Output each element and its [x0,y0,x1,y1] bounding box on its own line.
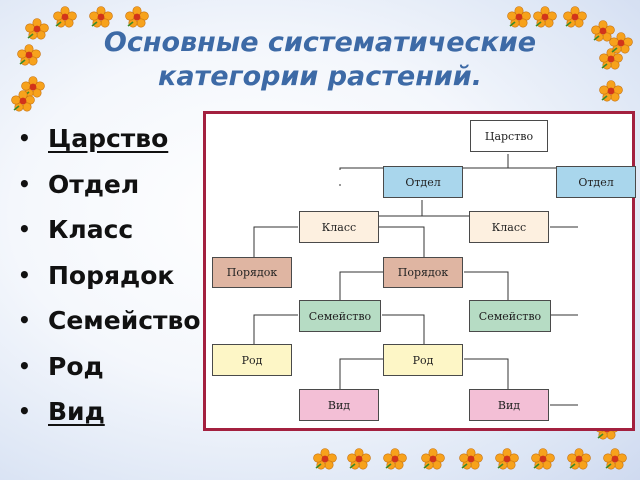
orange-flower-icon [602,448,628,470]
orange-flower-icon [20,76,46,98]
node-class-2: Класс [469,211,549,243]
orange-flower-icon [566,448,592,470]
orange-flower-icon [88,6,114,28]
node-species-1: Вид [299,389,379,421]
list-item: • Класс [18,207,201,253]
node-family-2: Семейство [469,300,551,332]
orange-flower-icon [608,32,634,54]
node-species-2: Вид [469,389,549,421]
orange-flower-icon [312,448,338,470]
taxonomy-diagram: Царство Отдел Отдел Класс Класс Порядок … [203,111,636,431]
orange-flower-icon [346,448,372,470]
list-item-label: Царство [48,124,169,153]
bullet-icon: • [18,171,31,196]
list-item-label: Вид [48,397,105,426]
orange-flower-icon [10,90,36,112]
orange-flower-icon [530,448,556,470]
orange-flower-icon [16,44,42,66]
node-family-1: Семейство [299,300,381,332]
list-item: • Род [18,344,201,390]
orange-flower-icon [590,20,616,42]
orange-flower-icon [124,6,150,28]
node-genus-2: Род [383,344,463,376]
node-order-2: Порядок [383,257,463,288]
orange-flower-icon [532,6,558,28]
list-item: • Порядок [18,253,201,299]
bullet-icon: • [18,126,31,150]
title-line-1: Основные систематические [103,27,537,58]
node-class-1: Класс [299,211,379,243]
orange-flower-icon [458,448,484,470]
list-item: • Семейство [18,298,201,344]
node-division-2: Отдел [556,166,636,198]
bullet-icon: • [18,262,31,287]
bullet-icon: • [18,399,31,423]
orange-flower-icon [420,448,446,470]
list-item-label: Порядок [48,260,175,290]
node-genus-1: Род [212,344,292,376]
list-item-label: Семейство [48,306,201,335]
orange-flower-icon [598,80,624,102]
list-item: • Царство [18,116,201,162]
orange-flower-icon [382,448,408,470]
list-item-label: Класс [48,215,134,244]
list-item: • Отдел [18,162,201,208]
node-kingdom: Царство [470,120,548,152]
orange-flower-icon [52,6,78,28]
orange-flower-icon [562,6,588,28]
node-division-1: Отдел [383,166,463,198]
category-list: • Царство • Отдел • Класс • Порядок • Семейст… [18,116,201,435]
orange-flower-icon [506,6,532,28]
list-item-label: Род [48,351,104,381]
list-item-label: Отдел [48,169,140,199]
page-title: Основные систематические категории расте… [0,26,640,94]
bullet-icon: • [18,308,31,332]
orange-flower-icon [494,448,520,470]
list-item: • Вид [18,389,201,435]
node-order-1: Порядок [212,257,292,288]
bullet-icon: • [18,217,31,241]
orange-flower-icon [24,18,50,40]
title-line-2: категории растений. [158,61,482,92]
bullet-icon: • [18,353,31,378]
